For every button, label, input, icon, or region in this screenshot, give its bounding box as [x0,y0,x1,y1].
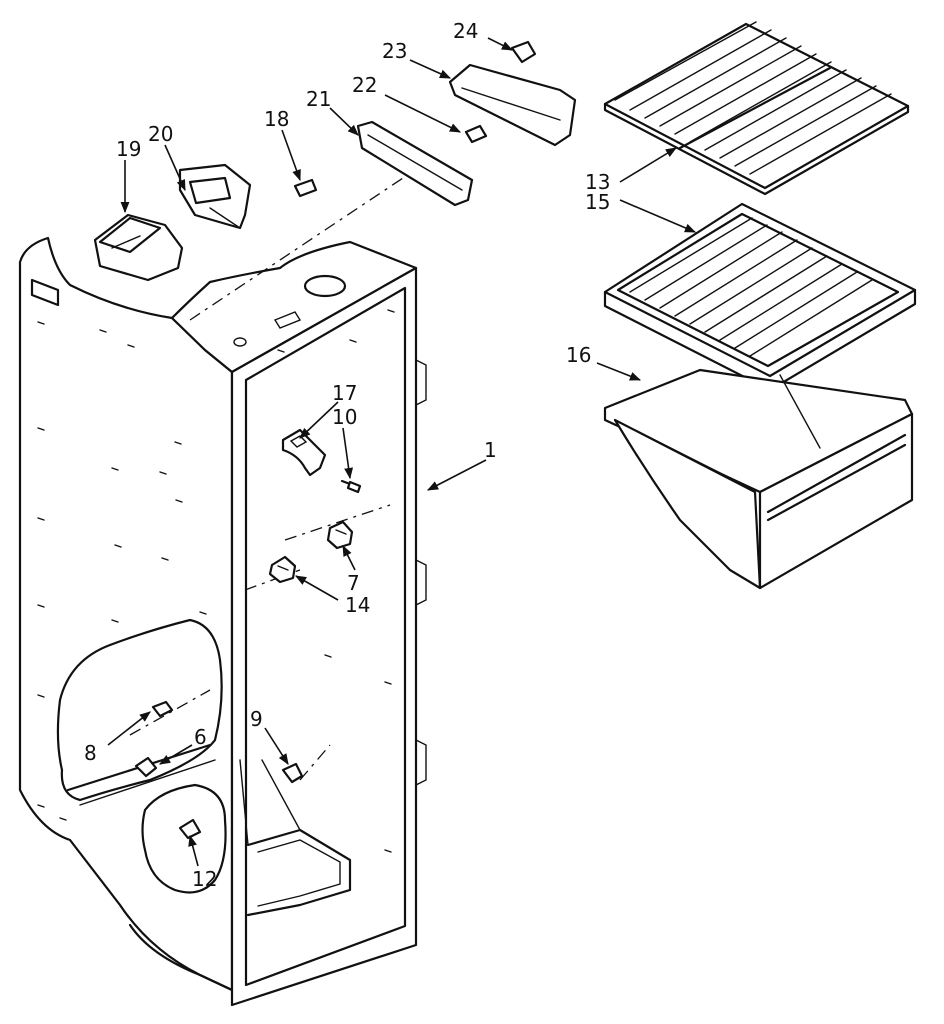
leader-lines [107,37,697,867]
cover-23 [448,63,577,147]
callout-22: 22 [352,73,377,97]
screw-10 [340,479,362,494]
crisper-pan-16 [603,368,914,590]
clip-12 [178,818,202,840]
callout-12: 12 [192,867,217,891]
clip-24 [510,40,537,64]
rail-21 [356,120,474,207]
callout-7: 7 [347,571,360,595]
shelf-frame-15 [603,202,917,392]
callout-19: 19 [116,137,141,161]
freezer-liner [18,169,427,1007]
screw-18 [293,178,318,198]
callout-10: 10 [332,405,357,429]
callout-14: 14 [345,593,370,617]
callout-6: 6 [194,725,207,749]
callout-8: 8 [84,741,97,765]
callout-1: 1 [484,438,497,462]
screw-8 [151,700,174,718]
callout-17: 17 [332,381,357,405]
callout-15: 15 [585,190,610,214]
callout-16: 16 [566,343,591,367]
callout-23: 23 [382,39,407,63]
callout-13: 13 [585,170,610,194]
callout-24: 24 [453,19,478,43]
bracket-20 [178,163,252,230]
clip-7 [326,520,354,550]
clip-9 [281,762,304,784]
wire-shelf-13 [603,21,910,196]
screw-22 [464,124,488,144]
clip-14 [268,555,297,584]
callout-21: 21 [306,87,331,111]
callout-20: 20 [148,122,173,146]
callout-9: 9 [250,707,263,731]
callout-18: 18 [264,107,289,131]
bracket-17 [281,428,327,477]
clip-6 [134,756,158,778]
housing-19 [93,213,184,282]
